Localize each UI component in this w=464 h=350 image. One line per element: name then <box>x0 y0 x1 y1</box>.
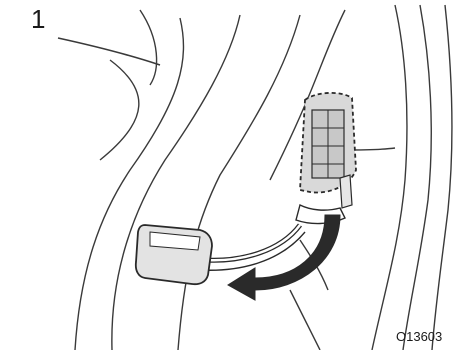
step-number: 1 <box>31 6 45 32</box>
figure-code: O13603 <box>396 330 442 344</box>
connector-block <box>300 93 356 208</box>
connector-cover <box>136 225 212 284</box>
leader-line <box>58 38 160 65</box>
